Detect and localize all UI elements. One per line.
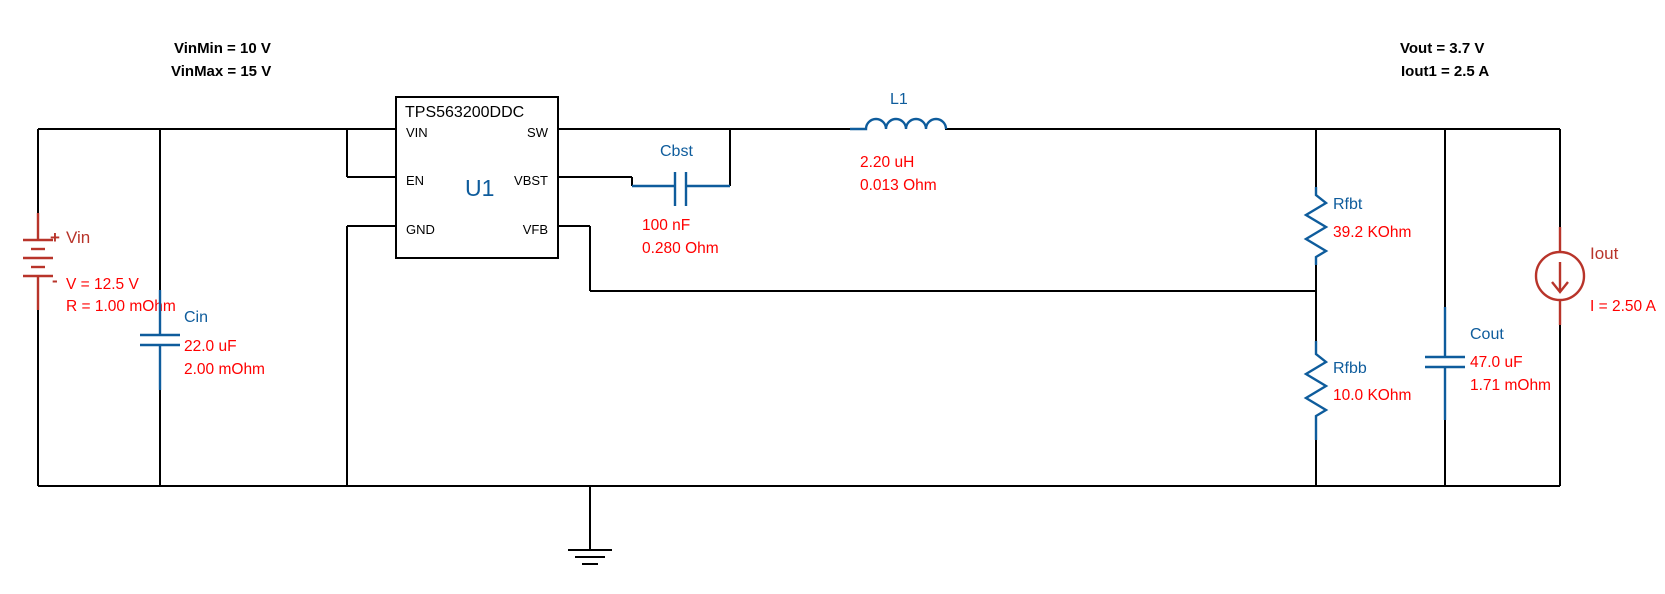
current-source-icon <box>1534 227 1586 325</box>
l1-name: L1 <box>890 91 908 108</box>
cbst-esr: 0.280 Ohm <box>642 240 719 257</box>
l1-inductance: 2.20 uH <box>860 154 914 171</box>
cbst-name: Cbst <box>660 143 693 160</box>
vin-resistance: R = 1.00 mOhm <box>66 298 176 315</box>
vin-name: Vin <box>66 228 90 247</box>
inductor-icon <box>850 117 948 131</box>
chip-part-number: TPS563200DDC <box>405 104 524 121</box>
capacitor-icon <box>632 172 730 206</box>
cout-capacitor[interactable]: Cout 47.0 uF 1.71 mOhm <box>1425 307 1551 420</box>
battery-icon <box>23 213 53 310</box>
capacitor-icon <box>1425 307 1465 420</box>
iout1-label: Iout1 = 2.5 A <box>1401 63 1489 80</box>
vin-source[interactable]: + - Vin V = 12.5 V R = 1.00 mOhm <box>23 213 176 315</box>
iout-name: Iout <box>1590 244 1619 263</box>
pin-vbst: VBST <box>514 173 548 188</box>
vin-plus-sign: + <box>50 228 60 247</box>
rfbb-name: Rfbb <box>1333 360 1367 377</box>
iout-source[interactable]: Iout I = 2.50 A <box>1534 227 1657 325</box>
cin-name: Cin <box>184 309 208 326</box>
resistor-icon <box>1303 341 1329 440</box>
resistor-icon <box>1303 187 1329 265</box>
cin-capacitance: 22.0 uF <box>184 338 237 355</box>
cout-esr: 1.71 mOhm <box>1470 377 1551 394</box>
pin-vfb: VFB <box>523 222 548 237</box>
ground-icon <box>568 549 612 565</box>
vin-min-label: VinMin = 10 V <box>174 40 271 57</box>
rfbb-resistance: 10.0 KOhm <box>1333 387 1411 404</box>
chip-reference: U1 <box>465 175 494 201</box>
pin-vin: VIN <box>406 125 428 140</box>
vin-minus-sign: - <box>52 271 58 290</box>
pin-sw: SW <box>527 125 549 140</box>
cin-capacitor[interactable]: Cin 22.0 uF 2.00 mOhm <box>140 290 265 390</box>
vin-max-label: VinMax = 15 V <box>171 63 271 80</box>
l1-dcr: 0.013 Ohm <box>860 177 937 194</box>
chip-u1[interactable]: TPS563200DDC U1 VIN EN GND SW VBST VFB <box>395 96 559 259</box>
chip-body <box>395 96 559 259</box>
cbst-capacitance: 100 nF <box>642 217 690 234</box>
iout-current: I = 2.50 A <box>1590 298 1657 315</box>
wires <box>37 128 1561 549</box>
cout-name: Cout <box>1470 326 1504 343</box>
capacitor-icon <box>140 290 180 390</box>
cbst-capacitor[interactable]: Cbst 100 nF 0.280 Ohm <box>632 143 730 257</box>
cin-esr: 2.00 mOhm <box>184 361 265 378</box>
rfbb-resistor[interactable]: Rfbb 10.0 KOhm <box>1303 341 1411 440</box>
vin-voltage: V = 12.5 V <box>66 276 139 293</box>
pin-en: EN <box>406 173 424 188</box>
rfbt-name: Rfbt <box>1333 196 1363 213</box>
pin-gnd: GND <box>406 222 435 237</box>
vout-label: Vout = 3.7 V <box>1400 40 1484 57</box>
l1-inductor[interactable]: L1 2.20 uH 0.013 Ohm <box>850 91 948 194</box>
rfbt-resistance: 39.2 KOhm <box>1333 224 1411 241</box>
rfbt-resistor[interactable]: Rfbt 39.2 KOhm <box>1303 187 1411 265</box>
cout-capacitance: 47.0 uF <box>1470 354 1523 371</box>
